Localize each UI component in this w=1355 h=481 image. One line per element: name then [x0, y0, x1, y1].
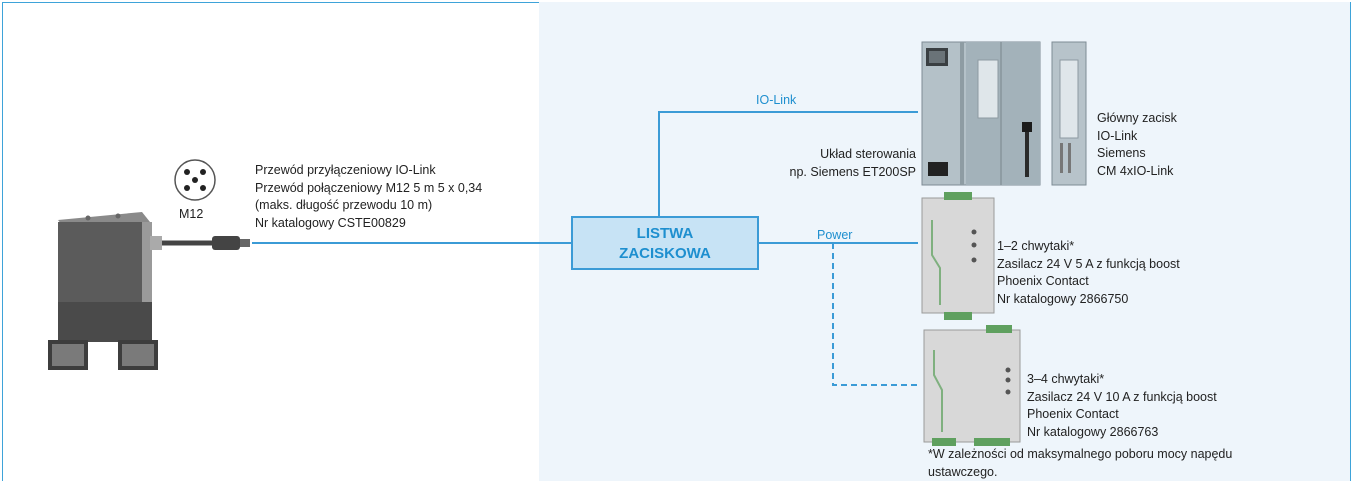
psu1-line-1: 1–2 chwytaki* [997, 239, 1075, 253]
iolink-master-module [1051, 41, 1087, 186]
footnote-line-1: *W zależności od maksymalnego poboru moc… [928, 447, 1233, 461]
power-line-dashed [832, 243, 920, 386]
psu2-description: 3–4 chwytaki* Zasilacz 24 V 10 A z funkc… [1027, 371, 1217, 441]
master-description: Główny zacisk IO-Link Siemens CM 4xIO-Li… [1097, 110, 1177, 180]
controller-et200sp [921, 41, 1041, 186]
psu1-line-3: Phoenix Contact [997, 274, 1089, 288]
controller-line-2: np. Siemens ET200SP [789, 164, 916, 179]
master-line-2: IO-Link [1097, 128, 1138, 143]
psu2-line-4: Nr katalogowy 2866763 [1027, 424, 1159, 439]
psu2-line-2: Zasilacz 24 V 10 A z funkcją boost [1027, 389, 1217, 404]
power-supply-2 [923, 325, 1021, 446]
master-line-1: Główny zacisk [1097, 111, 1177, 125]
iolink-label: IO-Link [756, 93, 797, 107]
power-label: Power [817, 228, 853, 242]
master-line-3: Siemens [1097, 146, 1146, 160]
m12-label: M12 [179, 207, 204, 221]
terminal-strip-line-1: LISTWA [636, 225, 694, 242]
psu1-line-2: Zasilacz 24 V 5 A z funkcją boost [997, 256, 1180, 271]
master-line-4: CM 4xIO-Link [1097, 163, 1174, 178]
power-supply-1 [921, 192, 995, 320]
cable-line-1: Przewód przyłączeniowy IO-Link [255, 163, 436, 177]
psu2-line-3: Phoenix Contact [1027, 407, 1119, 421]
gripper-device [48, 212, 162, 370]
m12-pin-icon [174, 159, 216, 201]
psu1-description: 1–2 chwytaki* Zasilacz 24 V 5 A z funkcj… [997, 238, 1180, 308]
cable-connector [162, 236, 250, 250]
psu1-line-4: Nr katalogowy 2866750 [997, 291, 1129, 306]
cable-line-3: (maks. długość przewodu 10 m) [255, 198, 433, 212]
cable-line-2: Przewód połączeniowy M12 5 m 5 x 0,34 [255, 180, 483, 195]
terminal-strip-line-2: ZACISKOWA [619, 245, 711, 262]
footnote: *W zależności od maksymalnego poboru moc… [928, 446, 1232, 481]
iolink-line [658, 111, 918, 216]
cable-description: Przewód przyłączeniowy IO-Link Przewód p… [255, 162, 482, 232]
terminal-strip-box: LISTWA ZACISKOWA [571, 216, 759, 270]
controller-description: Układ sterowania np. Siemens ET200SP [740, 146, 916, 181]
psu2-line-1: 3–4 chwytaki* [1027, 372, 1105, 386]
footnote-line-2: ustawczego. [928, 464, 998, 479]
controller-line-1: Układ sterowania [820, 147, 916, 161]
cable-line-4: Nr katalogowy CSTE00829 [255, 215, 406, 230]
